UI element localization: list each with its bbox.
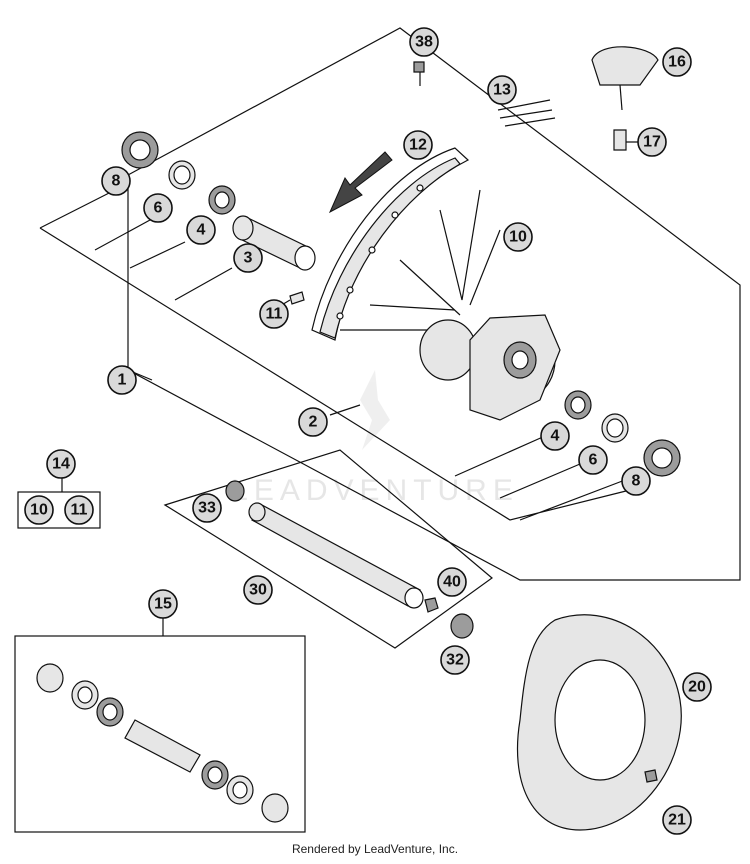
callout-13: 13 <box>487 75 517 105</box>
callout-14-sub-10: 10 <box>24 495 54 525</box>
callout-10: 10 <box>503 222 533 252</box>
callout-30: 30 <box>243 575 273 605</box>
rim-lock-nut <box>613 129 627 151</box>
spokes <box>340 189 501 331</box>
callout-10-label: 10 <box>509 229 527 246</box>
watermark-logo <box>360 370 390 450</box>
rim-lock <box>591 46 659 86</box>
spacer-tube <box>232 215 316 271</box>
callout-4-left: 4 <box>186 215 216 245</box>
kit-15-box <box>14 635 306 833</box>
valve-cap <box>413 61 425 73</box>
watermark: LEADVENTURE <box>231 370 519 507</box>
rim <box>311 147 470 341</box>
callout-1-label: 1 <box>118 372 127 389</box>
callout-38: 38 <box>409 27 439 57</box>
callout-3-label: 3 <box>244 250 253 267</box>
callout-12-label: 12 <box>409 137 427 154</box>
callout-8-right-label: 8 <box>632 473 641 490</box>
callout-14-sub-11: 11 <box>64 495 94 525</box>
callout-17-label: 17 <box>643 134 661 151</box>
axle-nut <box>424 597 439 613</box>
callout-6-left-label: 6 <box>154 200 163 217</box>
rim-lock-stem <box>619 84 623 111</box>
axle-collar <box>450 613 474 639</box>
hub <box>419 314 561 421</box>
callout-20-label: 20 <box>688 679 706 696</box>
disc-bolt <box>644 769 658 783</box>
rim-tape <box>497 99 556 127</box>
callout-40-label: 40 <box>443 574 461 591</box>
callout-30-label: 30 <box>249 582 267 599</box>
callout-32: 32 <box>440 645 470 675</box>
axle <box>248 502 424 609</box>
callout-8-left: 8 <box>101 166 131 196</box>
callout-2-label: 2 <box>309 414 318 431</box>
callout-15-label: 15 <box>154 596 172 613</box>
callout-4-right-label: 4 <box>551 428 560 445</box>
kit-15-parts <box>36 663 289 823</box>
callout-40: 40 <box>437 567 467 597</box>
callout-4-right: 4 <box>540 421 570 451</box>
watermark-text: LEADVENTURE <box>231 474 519 507</box>
callout-32-label: 32 <box>446 652 464 669</box>
callout-8-right: 8 <box>621 466 651 496</box>
callout-33-label: 33 <box>198 500 216 517</box>
axle-spacer <box>225 480 245 502</box>
callout-14-sub-10-label: 10 <box>30 502 48 519</box>
callout-6-right: 6 <box>578 445 608 475</box>
callout-16: 16 <box>662 47 692 77</box>
callout-13-label: 13 <box>493 82 511 99</box>
callout-12: 12 <box>403 130 433 160</box>
callout-21-label: 21 <box>668 812 686 829</box>
callout-16-label: 16 <box>668 54 686 71</box>
assembly-layer-lines <box>39 189 631 521</box>
callout-2: 2 <box>298 407 328 437</box>
callout-38-label: 38 <box>415 34 433 51</box>
callout-8-left-label: 8 <box>112 173 121 190</box>
footer-credit: Rendered by LeadVenture, Inc. <box>291 842 459 856</box>
callout-6-right-label: 6 <box>589 452 598 469</box>
callout-15: 15 <box>148 589 178 619</box>
callout-14-label: 14 <box>52 456 70 473</box>
callout-6-left: 6 <box>143 193 173 223</box>
bearings-left <box>121 131 236 215</box>
spoke-nipple <box>289 291 305 305</box>
callout-14: 14 <box>46 449 76 479</box>
callout-4-left-label: 4 <box>197 222 206 239</box>
rotation-arrow <box>328 151 393 214</box>
callout-3: 3 <box>233 243 263 273</box>
leader-lines <box>61 68 640 636</box>
brake-disc <box>516 614 682 831</box>
callout-11-label: 11 <box>266 306 283 323</box>
callout-20: 20 <box>682 672 712 702</box>
callout-11: 11 <box>259 299 289 329</box>
callout-14-sub-11-label: 11 <box>71 502 88 519</box>
axle-box <box>163 449 493 649</box>
callout-33: 33 <box>192 493 222 523</box>
callout-1: 1 <box>107 365 137 395</box>
callout-21: 21 <box>662 805 692 835</box>
bearings-right <box>564 390 681 477</box>
kit-14-box <box>17 491 101 529</box>
callout-17: 17 <box>637 127 667 157</box>
